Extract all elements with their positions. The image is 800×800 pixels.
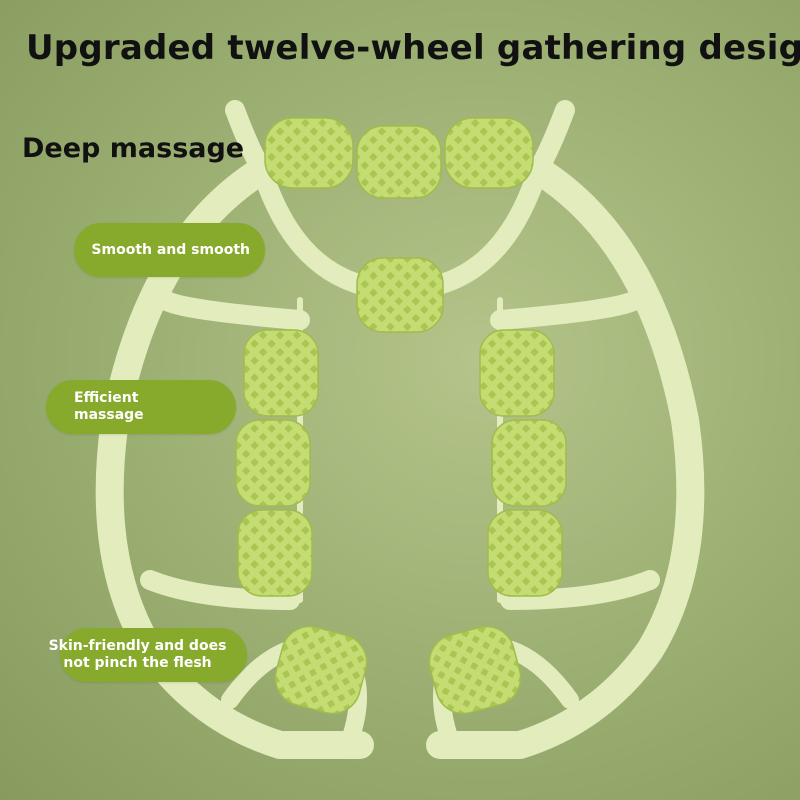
subheadline: Deep massage: [22, 133, 245, 164]
feature-badge-skin-friendly: Skin-friendly and does not pinch the fle…: [49, 628, 247, 682]
feature-label: Smooth and smooth: [91, 241, 250, 258]
feature-label: Skin-friendly and does not pinch the fle…: [48, 638, 227, 671]
feature-badge-smooth: Smooth and smooth: [74, 223, 265, 277]
feature-label: Efficient massage: [74, 390, 144, 423]
feature-badge-efficient: Efficient massage: [46, 380, 236, 434]
headline: Upgraded twelve-wheel gathering design: [26, 28, 800, 68]
